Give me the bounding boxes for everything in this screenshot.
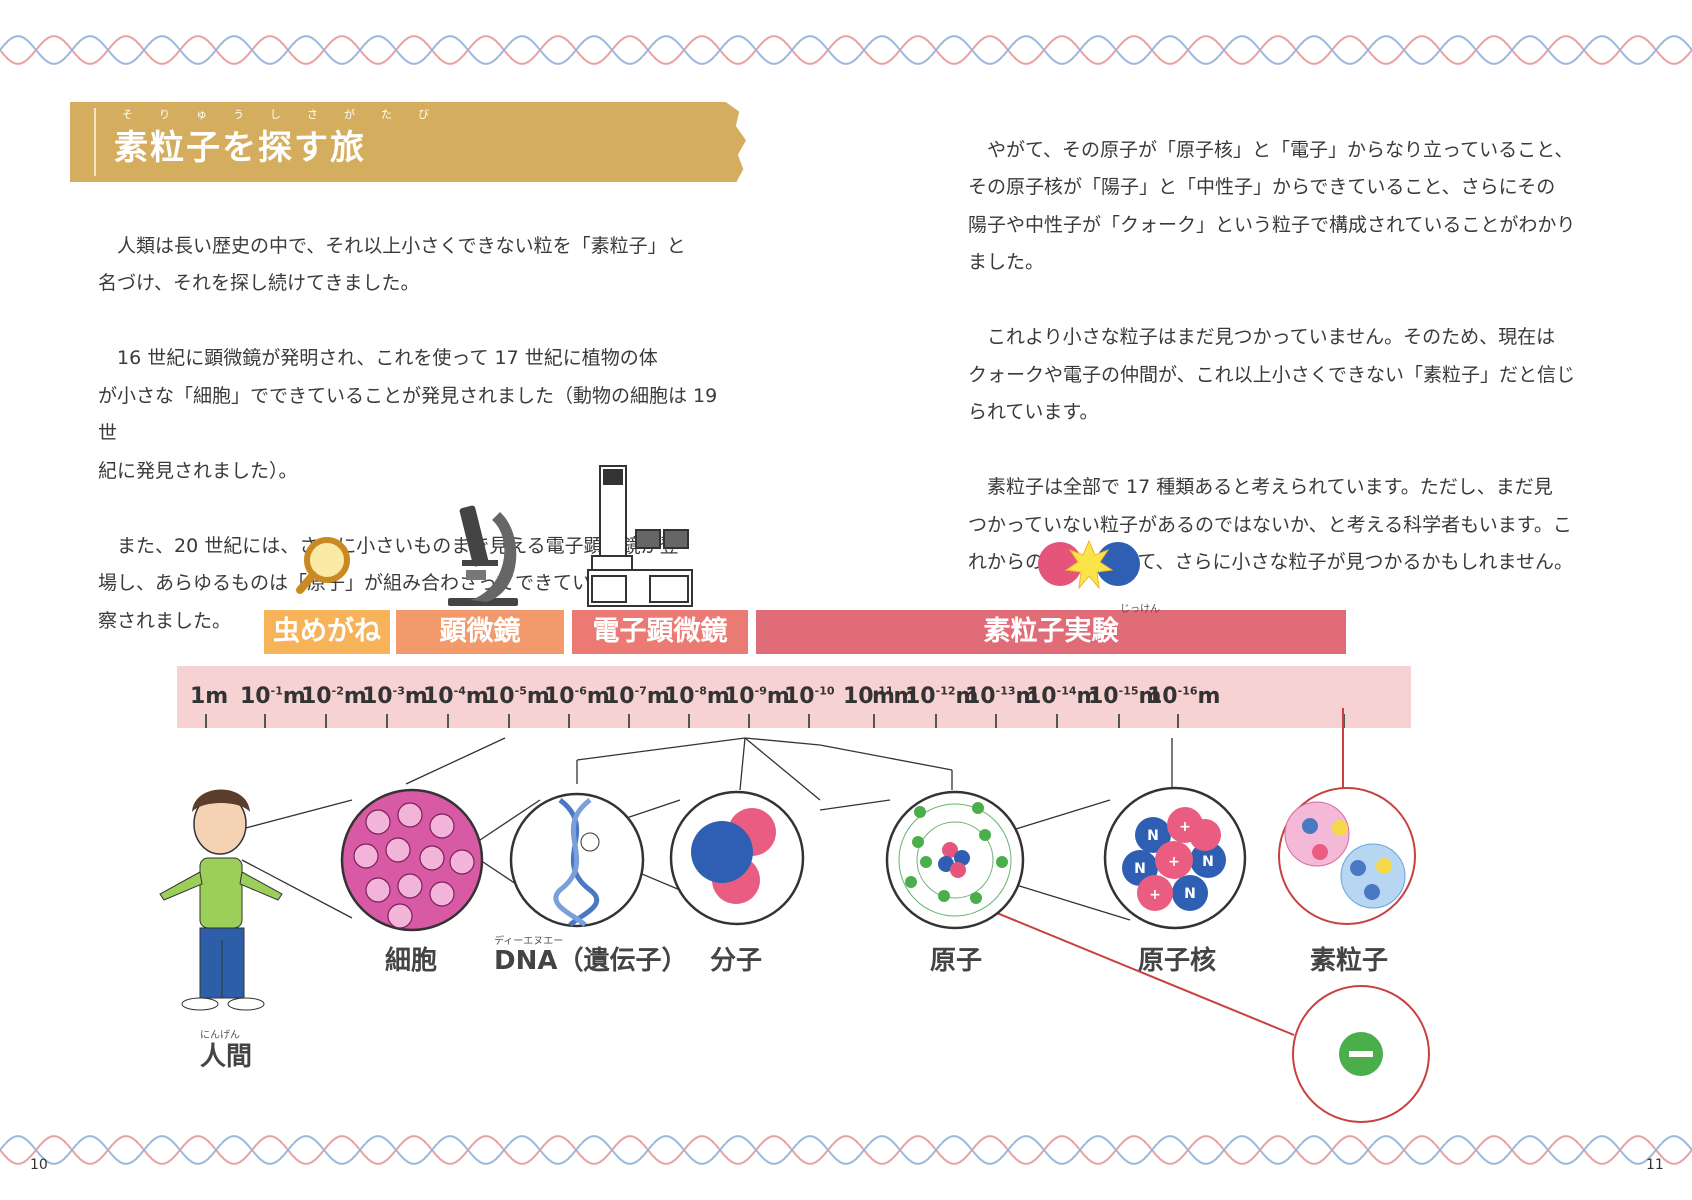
right-paragraph-1: やがて、その原子が「原子核」と「電子」からなり立っていること、 その原子核が「陽… [968,138,1576,274]
scale-label: 10-8m [664,684,730,709]
neutron-letter: N [1184,886,1196,902]
scale-tick [995,714,997,728]
scale-tick [264,714,266,728]
scale-tick [1118,714,1120,728]
scale-tick [873,714,875,728]
label-electron-microscope: 電子顕微鏡 [572,610,748,654]
scale-tick [688,714,690,728]
title-ruby: そりゅうしさがたび [122,108,455,121]
scale-tick [628,714,630,728]
label-magnifier: 虫めがね [264,610,390,654]
scale-label: 1m [190,684,229,709]
neutron-letter: N [1202,854,1214,870]
quark-icon [1278,787,1416,925]
page-title: 素粒子を探す旅 [114,128,366,168]
scale-label: 10-7m [604,684,670,709]
scale-label: 10-12m [905,684,979,709]
proton-letter: + [1149,887,1161,903]
scale-label: 10-11m [843,684,917,709]
right-text-block: やがて、その原子が「原子核」と「電子」からなり立っていること、 その原子核が「陽… [968,94,1600,619]
scale-label: 10-1m [240,684,306,709]
label-dna: DNA（遺伝子） [494,946,688,976]
label-microscope: 顕微鏡 [396,610,564,654]
cell-icon [340,788,484,932]
scale-tick [935,714,937,728]
scale-tick [447,714,449,728]
neutron-letter: N [1147,828,1159,844]
scale-tick [386,714,388,728]
proton-letter: + [1168,854,1180,870]
neutron-letter: N [1134,861,1146,877]
atom-icon [885,790,1025,930]
right-paragraph-2: これより小さな粒子はまだ見つかっていません。そのため、現在は クォークや電子の仲… [968,326,1576,423]
scale-tick [1343,714,1345,728]
scale-label: 10-6m [544,684,610,709]
scale-tick [1177,714,1179,728]
scale-label: 10-15m [1088,684,1162,709]
scale-bar [177,666,1411,728]
scale-tick [508,714,510,728]
scale-tick [748,714,750,728]
label-molecule: 分子 [710,946,763,976]
scale-label: 10-5m [484,684,550,709]
left-text-block: 人類は長い歴史の中で、それ以上小さくできない粒を「素粒子」と 名づけ、それを探し… [98,190,738,678]
banner-divider [94,108,96,176]
scale-label: 10-14m [1026,684,1100,709]
experiment-ruby: じっけん [1120,604,1160,615]
electron-zoom-line [974,903,1295,1036]
scale-label: 10-13m [965,684,1039,709]
scale-label: 10-2m [301,684,367,709]
electron-icon [1292,985,1430,1123]
scale-label: 10-9m [724,684,790,709]
scale-label: 10-10 [784,684,835,709]
dna-ruby: ディーエヌエー [494,936,564,947]
scale-label: 10-4m [423,684,489,709]
human-figure [159,789,283,1011]
page-number-right: 11 [1646,1157,1664,1173]
scale-tick [1056,714,1058,728]
scale-tick [808,714,810,728]
label-elementary: 素粒子 [1310,946,1389,976]
human-ruby: にんげん [200,1030,240,1041]
zoom-lines [241,737,1173,921]
dna-icon [509,792,645,928]
right-paragraph-3: 素粒子は全部で 17 種類あると考えられています。ただし、まだ見 つかっていない… [968,476,1573,573]
label-atom: 原子 [930,946,983,976]
scale-label: 10-16m [1147,684,1221,709]
title-banner: そりゅうしさがたび 素粒子を探す旅 [70,102,746,182]
top-wave-border [0,35,1692,65]
label-nucleus: 原子核 [1138,946,1217,976]
label-human: 人間 [200,1042,253,1072]
scale-tick [205,714,207,728]
scale-label: m [872,684,895,709]
label-cell: 細胞 [385,946,438,976]
scale-tick [325,714,327,728]
scale-tick [568,714,570,728]
label-experiment: 素粒子実験 [756,610,1346,654]
page-number-left: 10 [30,1157,48,1173]
molecule-icon [669,790,805,926]
left-paragraph-1: 人類は長い歴史の中で、それ以上小さくできない粒を「素粒子」と 名づけ、それを探し… [98,234,686,295]
bottom-wave-border [0,1135,1692,1165]
nucleus-icon: N N N N + + + [1103,786,1247,930]
proton-letter: + [1179,819,1191,835]
scale-label: 10-3m [362,684,428,709]
left-paragraph-2: 16 世紀に顕微鏡が発明され、これを使って 17 世紀に植物の体 が小さな「細胞… [98,347,718,482]
